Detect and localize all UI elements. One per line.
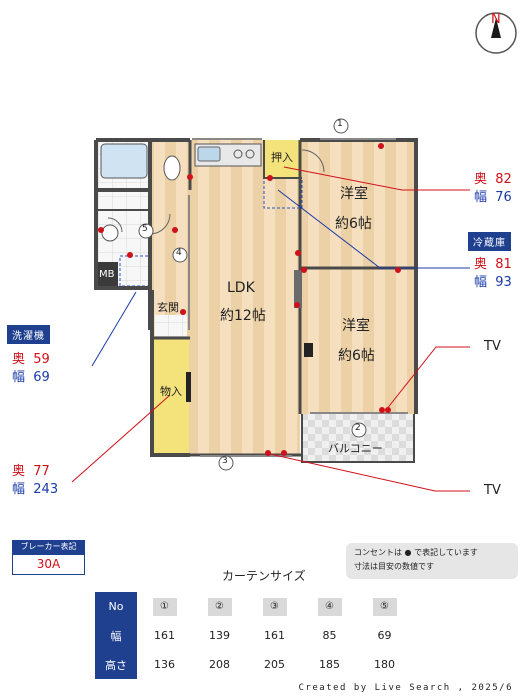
window-marker-1-label: 1 [337,119,343,129]
storage-depth: 奥 77 [12,464,50,479]
window-marker-3-label: 3 [222,456,228,466]
breaker-value: 30A [12,554,85,575]
curtain-height-5: 180 [374,658,395,671]
curtain-no-2: ② [207,597,232,616]
sink [197,146,221,162]
curtain-header-height: 高さ [95,650,137,679]
western2-name: 洋室 [342,318,370,334]
storage-floor [152,338,189,453]
window-marker-4 [172,247,188,263]
compass-label: N [491,12,501,27]
curtain-width-1: 161 [154,629,175,642]
curtain-height-1: 136 [154,658,175,671]
bathtub [100,143,148,179]
curtain-height-3: 205 [264,658,285,671]
curtain-width-4: 85 [322,629,337,642]
curtain-row-height: 高さ 136 208 205 185 180 [95,650,412,679]
ldk-name: LDK [227,280,255,296]
toilet [163,155,181,181]
fridge-tag: 冷蔵庫 [468,232,511,251]
storage-label: 物入 [160,385,182,398]
window-marker-5 [138,223,154,239]
curtain-no-4: ④ [317,597,342,616]
curtain-header-no: No [95,592,137,621]
curtain-row-no: No ① ② ③ ④ ⑤ [95,592,412,621]
balcony-label: バルコニー [328,442,383,455]
ldk-size: 約12帖 [220,308,266,324]
curtain-height-2: 208 [209,658,230,671]
curtain-width-3: 161 [264,629,285,642]
western2-size: 約6帖 [338,348,375,364]
floor-plan [71,12,517,492]
western1-floor [300,140,414,268]
washer-tag: 洗濯機 [7,325,50,344]
tv2-label: TV [484,483,501,498]
curtain-title: カーテンサイズ [222,569,306,583]
washer-width: 幅 69 [12,370,50,385]
curtain-width-2: 139 [209,629,230,642]
entrance-label: 玄関 [157,301,179,314]
closet-depth: 奥 82 [474,172,512,187]
mb-box [98,262,118,286]
curtain-header-width: 幅 [95,621,137,650]
window-marker-2 [351,422,367,438]
western1-size: 約6帖 [335,216,372,232]
curtain-width-5: 69 [377,629,392,642]
fridge-depth: 奥 81 [474,257,512,272]
tv1-label: TV [484,339,501,354]
storage-width: 幅 243 [12,482,59,497]
credit-text: Created by Live Search , 2025/6 [298,683,513,693]
curtain-row-width: 幅 161 139 161 85 69 [95,621,412,650]
window-marker-2-label: 2 [355,423,361,433]
curtain-no-3: ③ [262,597,287,616]
washbasin [101,224,119,242]
notes-box: コンセントは ● で表記しています 寸法は目安の数値です [346,543,518,579]
ldk-floor [190,140,300,455]
window-marker-1 [333,118,349,134]
curtain-no-5: ⑤ [372,597,397,616]
fridge-space [263,177,303,209]
window-marker-5-label: 5 [142,224,148,234]
western1-name: 洋室 [340,186,368,202]
window-marker-3 [218,455,234,471]
window-marker-4-label: 4 [176,248,182,258]
curtain-no-1: ① [152,597,177,616]
western2-floor [300,268,414,414]
closet-width: 幅 76 [474,190,512,205]
entrance-floor [155,315,187,337]
note-outlet: コンセントは ● で表記しています [354,548,478,557]
balcony-floor [303,414,414,462]
curtain-table: No ① ② ③ ④ ⑤ 幅 161 139 161 85 69 高さ 136 … [95,592,412,679]
washer-depth: 奥 59 [12,352,50,367]
mb-label: MB [99,269,115,280]
fridge-width: 幅 93 [474,275,512,290]
closet-floor [265,140,302,178]
closet-label: 押入 [271,151,293,164]
compass-icon [475,12,517,54]
note-dimensions: 寸法は目安の数値です [354,562,434,571]
breaker-title: ブレーカー表記 [12,540,85,554]
curtain-height-4: 185 [319,658,340,671]
